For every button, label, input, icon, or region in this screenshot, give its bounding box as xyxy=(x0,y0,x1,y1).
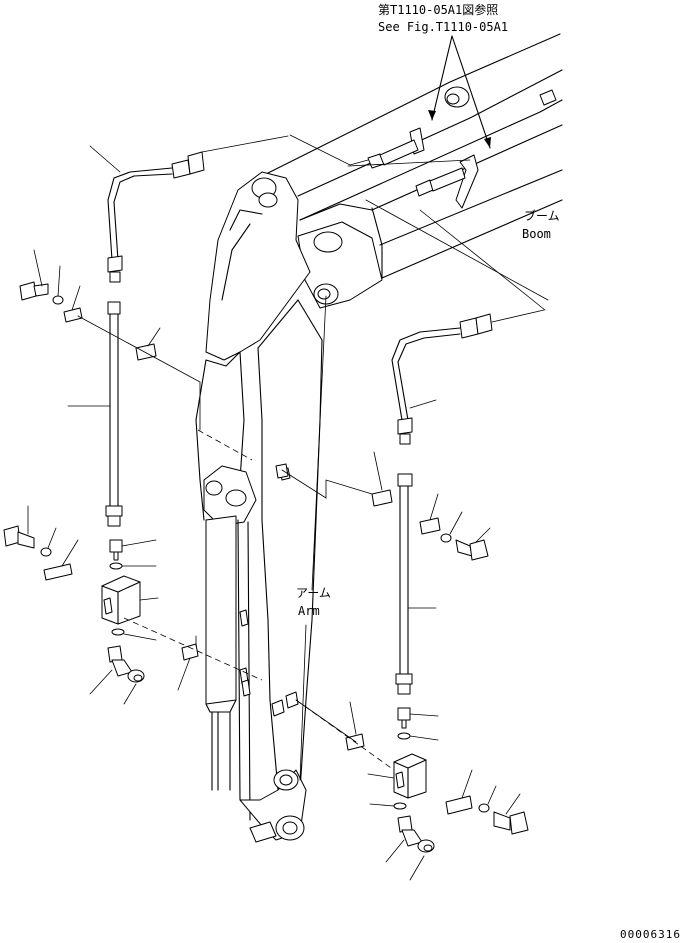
boom-label-jp: ブーム xyxy=(524,208,560,223)
arm-label-jp: アーム xyxy=(296,586,331,600)
right-hose-assembly xyxy=(275,309,545,881)
arm-structure xyxy=(195,171,323,843)
boom-label: ブーム Boom xyxy=(522,208,560,241)
reference-callout: 第T1110-05A1図参照 See Fig.T1110-05A1 xyxy=(378,2,508,149)
left-hose-assembly xyxy=(3,135,289,705)
boom-structure xyxy=(257,33,563,311)
boom-label-en: Boom xyxy=(522,227,551,241)
arm-label-en: Arm xyxy=(298,604,320,618)
reference-en: See Fig.T1110-05A1 xyxy=(378,20,508,34)
drawing-number: 00006316 xyxy=(620,928,681,941)
arm-label: アーム Arm xyxy=(296,295,331,781)
reference-jp: 第T1110-05A1図参照 xyxy=(378,2,498,17)
